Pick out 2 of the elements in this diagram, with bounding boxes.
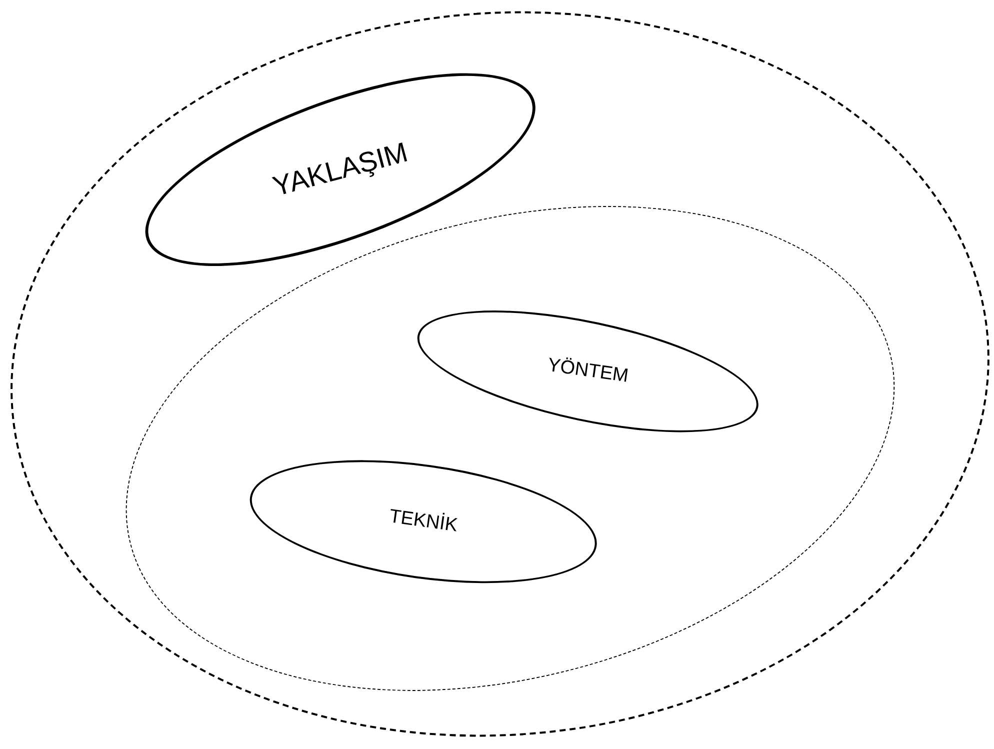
node-label: YÖNTEM: [546, 354, 630, 388]
node-label: TEKNİK: [388, 504, 459, 536]
